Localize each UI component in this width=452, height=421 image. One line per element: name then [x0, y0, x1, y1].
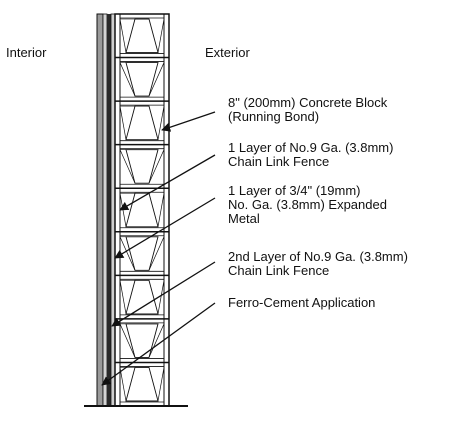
callout-line: Chain Link Fence	[228, 263, 330, 278]
arrow-chain-link-1	[119, 154, 216, 211]
wall-layers	[96, 13, 116, 407]
exterior-label: Exterior	[205, 45, 250, 60]
block-web	[148, 62, 165, 97]
block-web	[119, 280, 127, 314]
block-web	[148, 323, 165, 358]
concrete-block	[115, 100, 169, 142]
concrete-block	[115, 361, 169, 403]
callout-line: 2nd Layer of No.9 Ga. (3.8mm)	[228, 249, 408, 264]
block-web	[119, 149, 136, 184]
callout-line: Ferro-Cement Application	[228, 295, 376, 310]
concrete-block-column	[114, 13, 170, 407]
callout-line: (Running Bond)	[228, 109, 320, 124]
callout-line: 8" (200mm) Concrete Block	[228, 95, 388, 110]
arrow-chain-link-2	[111, 261, 216, 327]
leader-arrows	[101, 111, 216, 386]
mesh-layer-dark	[107, 14, 111, 406]
block-web	[119, 18, 127, 53]
block-web	[148, 236, 165, 271]
callout-concrete-block: 8" (200mm) Concrete Block (Running Bond)	[228, 96, 387, 124]
block-web	[148, 149, 165, 184]
mesh-layer-light	[102, 13, 108, 407]
callout-line: 1 Layer of 3/4" (19mm)	[228, 183, 361, 198]
block-web	[119, 62, 136, 97]
concrete-block	[119, 17, 165, 54]
concrete-block	[115, 274, 169, 316]
callout-line: 1 Layer of No.9 Ga. (3.8mm)	[228, 140, 394, 155]
arrow-concrete-block	[161, 111, 216, 132]
block-web	[157, 106, 165, 140]
concrete-block	[115, 231, 169, 272]
concrete-block	[115, 56, 169, 98]
concrete-block	[115, 143, 169, 185]
block-web	[119, 236, 136, 271]
block-web	[157, 280, 165, 314]
arrow-expanded-metal	[114, 197, 216, 259]
callout-line: No. Ga. (3.8mm) Expanded	[228, 197, 387, 212]
callout-chain-link-1: 1 Layer of No.9 Ga. (3.8mm) Chain Link F…	[228, 141, 393, 169]
arrow-ferro-cement	[101, 302, 216, 386]
concrete-block	[115, 187, 169, 229]
block-web	[157, 18, 165, 53]
callout-ferro-cement: Ferro-Cement Application	[228, 296, 375, 310]
block-web	[157, 367, 165, 402]
callout-line: Chain Link Fence	[228, 154, 330, 169]
block-web	[119, 367, 127, 402]
callout-expanded-metal: 1 Layer of 3/4" (19mm) No. Ga. (3.8mm) E…	[228, 184, 387, 226]
interior-label: Interior	[6, 45, 47, 60]
block-web	[119, 106, 127, 140]
ferro-cement-layer	[96, 13, 104, 407]
block-web	[157, 193, 165, 227]
block-web	[119, 323, 136, 358]
callout-line: Metal	[228, 211, 260, 226]
callout-chain-link-2: 2nd Layer of No.9 Ga. (3.8mm) Chain Link…	[228, 250, 408, 278]
